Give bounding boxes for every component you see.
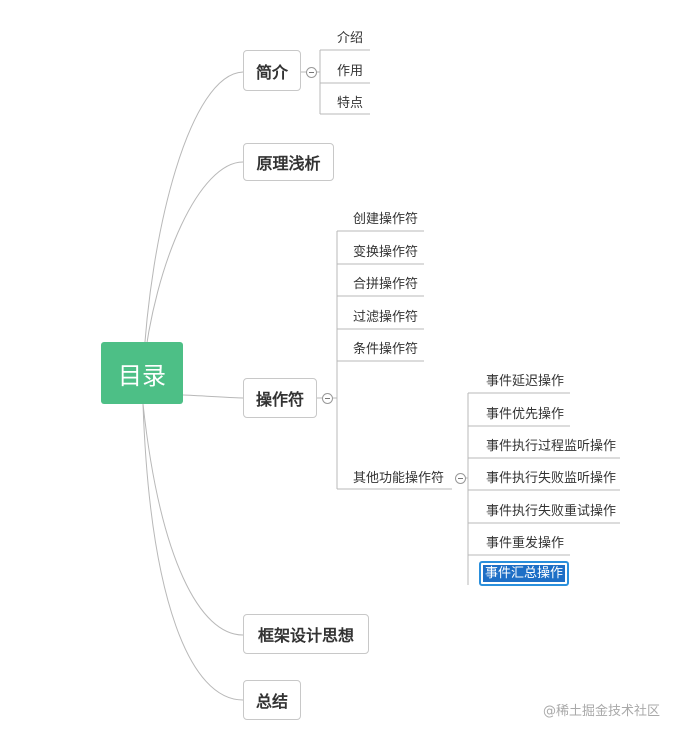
other-child-1[interactable]: 事件延迟操作	[486, 374, 565, 389]
collapse-other-icon[interactable]	[455, 473, 466, 484]
other-child-3[interactable]: 事件执行过程监听操作	[486, 439, 617, 454]
topic-framework[interactable]: 框架设计思想	[243, 614, 369, 654]
topic-summary[interactable]: 总结	[243, 680, 301, 720]
topic-framework-label: 框架设计思想	[257, 626, 354, 645]
collapse-intro-icon[interactable]	[306, 67, 317, 78]
topic-summary-label: 总结	[255, 692, 288, 711]
intro-child-2[interactable]: 作用	[337, 64, 364, 79]
intro-child-3[interactable]: 特点	[337, 96, 364, 111]
other-child-5[interactable]: 事件执行失败重试操作	[486, 504, 617, 519]
operators-child-1[interactable]: 创建操作符	[353, 212, 419, 227]
other-child-7: 事件汇总操作	[483, 565, 566, 582]
other-child-7-selected[interactable]: 事件汇总操作	[479, 561, 570, 586]
watermark: @稀土掘金技术社区	[542, 704, 660, 719]
root-label: 目录	[118, 361, 166, 390]
operators-child-4[interactable]: 过滤操作符	[353, 310, 419, 325]
other-child-6[interactable]: 事件重发操作	[486, 536, 565, 551]
other-child-4[interactable]: 事件执行失败监听操作	[486, 471, 617, 486]
operators-child-2[interactable]: 变换操作符	[353, 245, 419, 260]
collapse-operators-icon[interactable]	[322, 393, 333, 404]
other-child-2[interactable]: 事件优先操作	[486, 407, 565, 422]
root-topic[interactable]: 目录	[101, 342, 183, 404]
topic-operators[interactable]: 操作符	[243, 378, 317, 418]
topic-operators-label: 操作符	[255, 390, 304, 409]
topic-principle-label: 原理浅析	[256, 154, 321, 173]
topic-principle[interactable]: 原理浅析	[243, 143, 334, 181]
topic-intro-label: 简介	[255, 62, 288, 82]
topic-intro[interactable]: 简介	[243, 50, 301, 91]
operators-child-5[interactable]: 条件操作符	[353, 342, 419, 357]
operators-other[interactable]: 其他功能操作符	[353, 471, 445, 486]
operators-child-3[interactable]: 合拼操作符	[353, 277, 419, 292]
intro-child-1[interactable]: 介绍	[337, 31, 364, 46]
